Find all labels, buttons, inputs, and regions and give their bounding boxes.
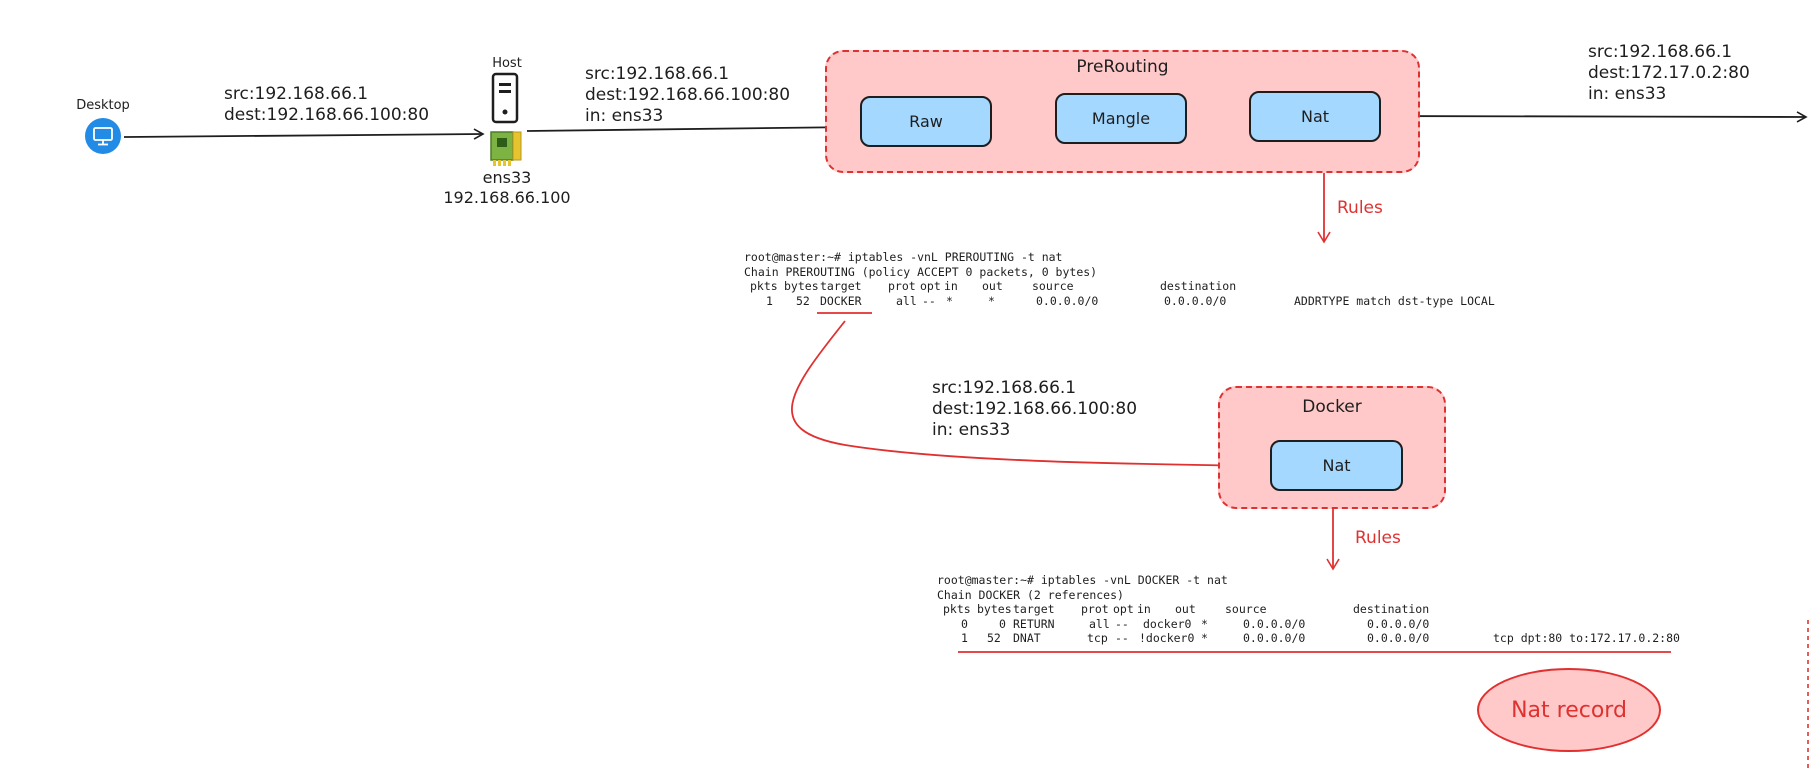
packet-dest: dest:172.17.0.2:80 [1588,63,1750,83]
edge-docker-target-to-docker-nat [791,320,1269,473]
raw-node: Raw [860,96,992,147]
packet-dest: dest:192.168.66.100:80 [224,105,430,125]
packet-src: src:192.168.66.1 [1588,42,1733,62]
desktop-node: Desktop [68,98,138,154]
desktop-label: Desktop [76,98,130,113]
nat-node: Nat [1249,91,1381,142]
docker-nat-node: Nat [1270,440,1403,491]
packet-src: src:192.168.66.1 [224,84,369,104]
host-interface: ens33 [482,168,532,187]
edge-host-to-raw [526,121,860,133]
host-ip: 192.168.66.100 [443,188,571,207]
monitor-icon [85,118,121,154]
packet-info-1: src:192.168.66.1 dest:192.168.66.100:80 [224,84,429,126]
packet-info-3: src:192.168.66.1 dest:172.17.0.2:80 in: … [1588,42,1750,105]
terminal-header-row: pkts bytes target prot opt in out source… [750,279,1237,293]
packet-src: src:192.168.66.1 [932,378,1077,398]
server-icon [489,72,523,126]
rules-label-1: Rules [1337,198,1383,218]
packet-src: src:192.168.66.1 [585,64,730,84]
packet-in: in: ens33 [585,106,664,126]
terminal-chain: Chain PREROUTING (policy ACCEPT 0 packet… [744,264,1098,279]
packet-in: in: ens33 [932,420,1011,440]
packet-dest: dest:192.168.66.100:80 [932,399,1138,419]
docker-title: Docker [1302,397,1362,417]
terminal-header-row: pkts bytes target prot opt in out source… [943,602,1430,616]
terminal-data-row: 1 52 DOCKER all -- * * 0.0.0.0/0 0.0.0.0… [766,293,1495,308]
terminal-command: root@master:~# iptables -vnL DOCKER -t n… [937,573,1228,587]
terminal-data-row: 1 52 DNAT tcp -- !docker0 * 0.0.0.0/0 0.… [961,631,1680,645]
network-card-icon [489,128,529,168]
nat-record-ellipse: Nat record [1477,668,1661,752]
host-label: Host [492,56,522,71]
mangle-node: Mangle [1055,93,1187,144]
terminal-command: root@master:~# iptables -vnL PREROUTING … [744,250,1063,264]
packet-info-4: src:192.168.66.1 dest:192.168.66.100:80 … [932,378,1137,441]
terminal-prerouting: root@master:~# iptables -vnL PREROUTING … [744,250,1564,308]
rules-label-2: Rules [1355,528,1401,548]
terminal-data-row: 0 0 RETURN all -- docker0 * 0.0.0.0/0 0.… [961,616,1430,631]
edge-nat-to-output [1380,111,1808,123]
edge-desktop-to-host [123,128,485,140]
packet-in: in: ens33 [1588,84,1667,104]
host-interface-info: ens33 192.168.66.100 [430,168,584,208]
prerouting-title: PreRouting [1076,57,1169,77]
packet-info-2: src:192.168.66.1 dest:192.168.66.100:80 … [585,64,790,127]
terminal-docker: root@master:~# iptables -vnL DOCKER -t n… [937,573,1680,646]
packet-dest: dest:192.168.66.100:80 [585,85,791,105]
terminal-chain: Chain DOCKER (2 references) [937,587,1124,602]
